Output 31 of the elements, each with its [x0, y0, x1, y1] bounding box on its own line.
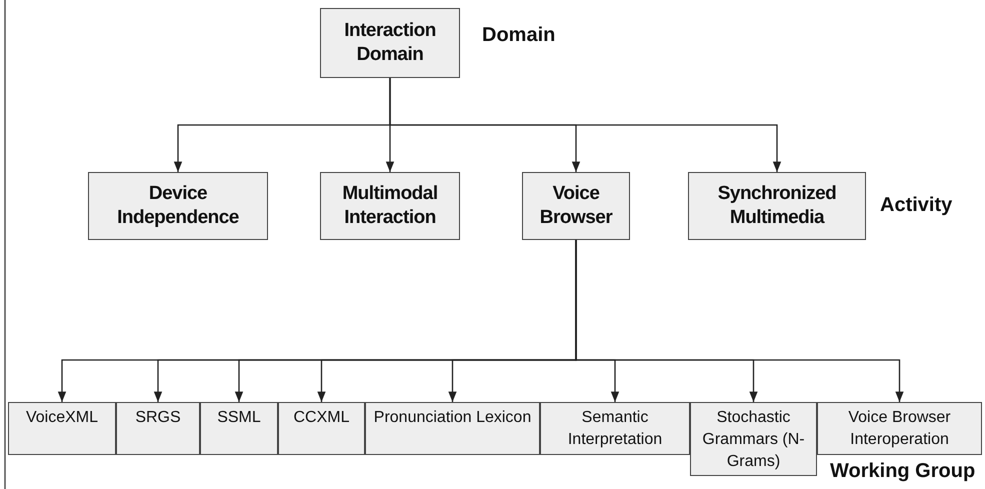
working-group-box — [8, 402, 116, 455]
activity-box — [320, 172, 460, 240]
node-label: Voice Browser Interoperation — [847, 408, 952, 450]
working-group-box — [817, 402, 982, 455]
level-label: Activity — [880, 194, 952, 217]
node-label: Synchronized Multimedia — [716, 182, 838, 230]
node-label: Voice Browser — [538, 182, 614, 230]
working-group-box — [200, 402, 278, 455]
arrow — [575, 240, 904, 402]
node-label: Interaction Domain — [343, 19, 437, 67]
node-label: Stochastic Grammars (N-Grams) — [701, 408, 806, 472]
activity-box — [688, 172, 866, 240]
level-label: Working Group — [830, 460, 976, 483]
node-label: Semantic Interpretation — [566, 408, 664, 450]
node-label: SRGS — [135, 408, 181, 428]
activity-box — [88, 172, 268, 240]
arrow — [389, 78, 782, 172]
working-group-box — [278, 402, 365, 455]
node-label: CCXML — [293, 408, 350, 428]
working-group-box — [116, 402, 200, 455]
working-group-box — [690, 402, 817, 476]
working-group-box — [540, 402, 690, 455]
node-label: SSML — [217, 408, 261, 428]
node-label: VoiceXML — [26, 408, 98, 428]
working-group-box — [365, 402, 540, 455]
activity-box — [320, 8, 460, 78]
node-label: Multimodal Interaction — [341, 182, 439, 230]
node-label: Pronunciation Lexicon — [374, 408, 532, 428]
activity-box — [522, 172, 630, 240]
node-label: Device Independence — [116, 182, 240, 230]
level-label: Domain — [482, 24, 556, 47]
